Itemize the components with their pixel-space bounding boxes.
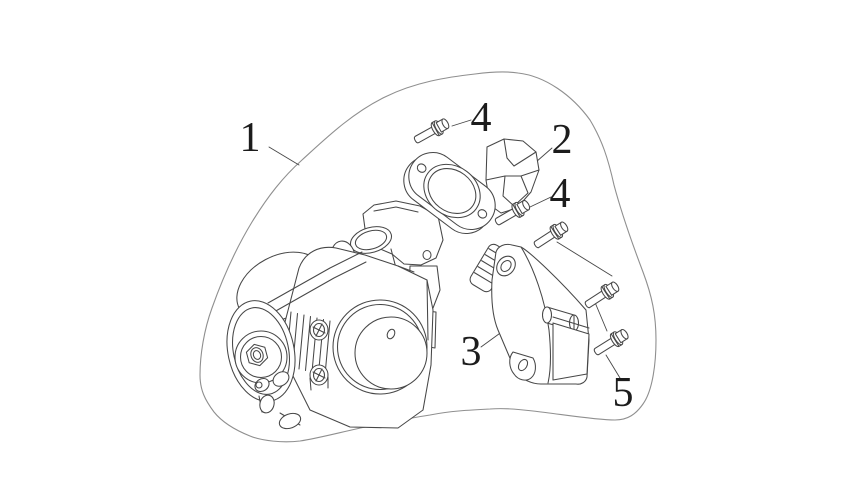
leader-5-chain-3 <box>605 354 621 379</box>
leader-4-upper <box>451 119 472 127</box>
callout-3-label: 3 <box>461 329 482 375</box>
sensor-bolt-3 <box>590 326 632 360</box>
sensor-boss <box>496 255 516 277</box>
phillips-screw-lower <box>309 364 329 391</box>
sensor-mount-ear <box>509 351 536 381</box>
sensor-bolt-2 <box>581 278 622 313</box>
hub-bore-inner <box>252 350 262 360</box>
pulley-cutout-2 <box>272 371 290 387</box>
callout-4-lower-label: 4 <box>550 171 571 217</box>
leader-5-chain-2 <box>593 299 608 332</box>
sensor-panel-top-edge <box>552 316 590 329</box>
flange-bolt-upper <box>411 115 452 148</box>
boss-tip-face <box>502 175 529 207</box>
flange-bolt-hole-left <box>416 163 427 173</box>
housing-edge-1 <box>397 265 415 273</box>
throttle-body-assembly <box>226 200 444 430</box>
pulley-cutout-hole <box>255 381 263 389</box>
bracket-hole-upper <box>422 249 432 261</box>
flange-bolt-hole-right <box>477 209 488 219</box>
boss-facet-1 <box>503 138 515 167</box>
mount-foot-2 <box>278 412 302 430</box>
sensor-front-panel <box>552 322 590 381</box>
housing-rail-2 <box>273 261 367 313</box>
callout-labels: 1 2 3 4 4 5 <box>240 95 634 416</box>
bore-front-face <box>354 316 428 390</box>
sensor-ear-hole <box>517 358 529 372</box>
leader-lines <box>268 119 621 379</box>
flange-bore-outer <box>423 163 481 219</box>
pulley-face-ring <box>239 335 283 379</box>
housing-edge-2 <box>426 279 429 341</box>
bracket-top-edge <box>373 206 419 213</box>
callout-5-label: 5 <box>613 370 634 416</box>
sensor-boss-hole <box>500 259 512 273</box>
intake-horn-bore <box>354 229 388 251</box>
sensor-face-divider <box>520 246 551 384</box>
leader-5-chain-1 <box>556 241 613 277</box>
phillips-screw-upper <box>309 319 329 341</box>
sensor-hinge-cap-left <box>541 306 553 324</box>
boss-facet-2 <box>513 151 537 167</box>
mount-foot-1 <box>259 394 275 414</box>
callout-4-upper-label: 4 <box>471 95 492 141</box>
leader-1 <box>268 146 300 166</box>
flange-bore-inner <box>427 168 477 214</box>
pulley-bell-inner <box>232 307 290 395</box>
bore-pin-hole <box>386 328 396 340</box>
callout-1-label: 1 <box>240 115 261 161</box>
leader-4-lower <box>529 196 552 208</box>
throttle-sensor <box>469 243 590 385</box>
adapter-flange <box>403 138 540 234</box>
callout-2-label: 2 <box>552 117 573 163</box>
housing-rail-1 <box>267 251 363 304</box>
